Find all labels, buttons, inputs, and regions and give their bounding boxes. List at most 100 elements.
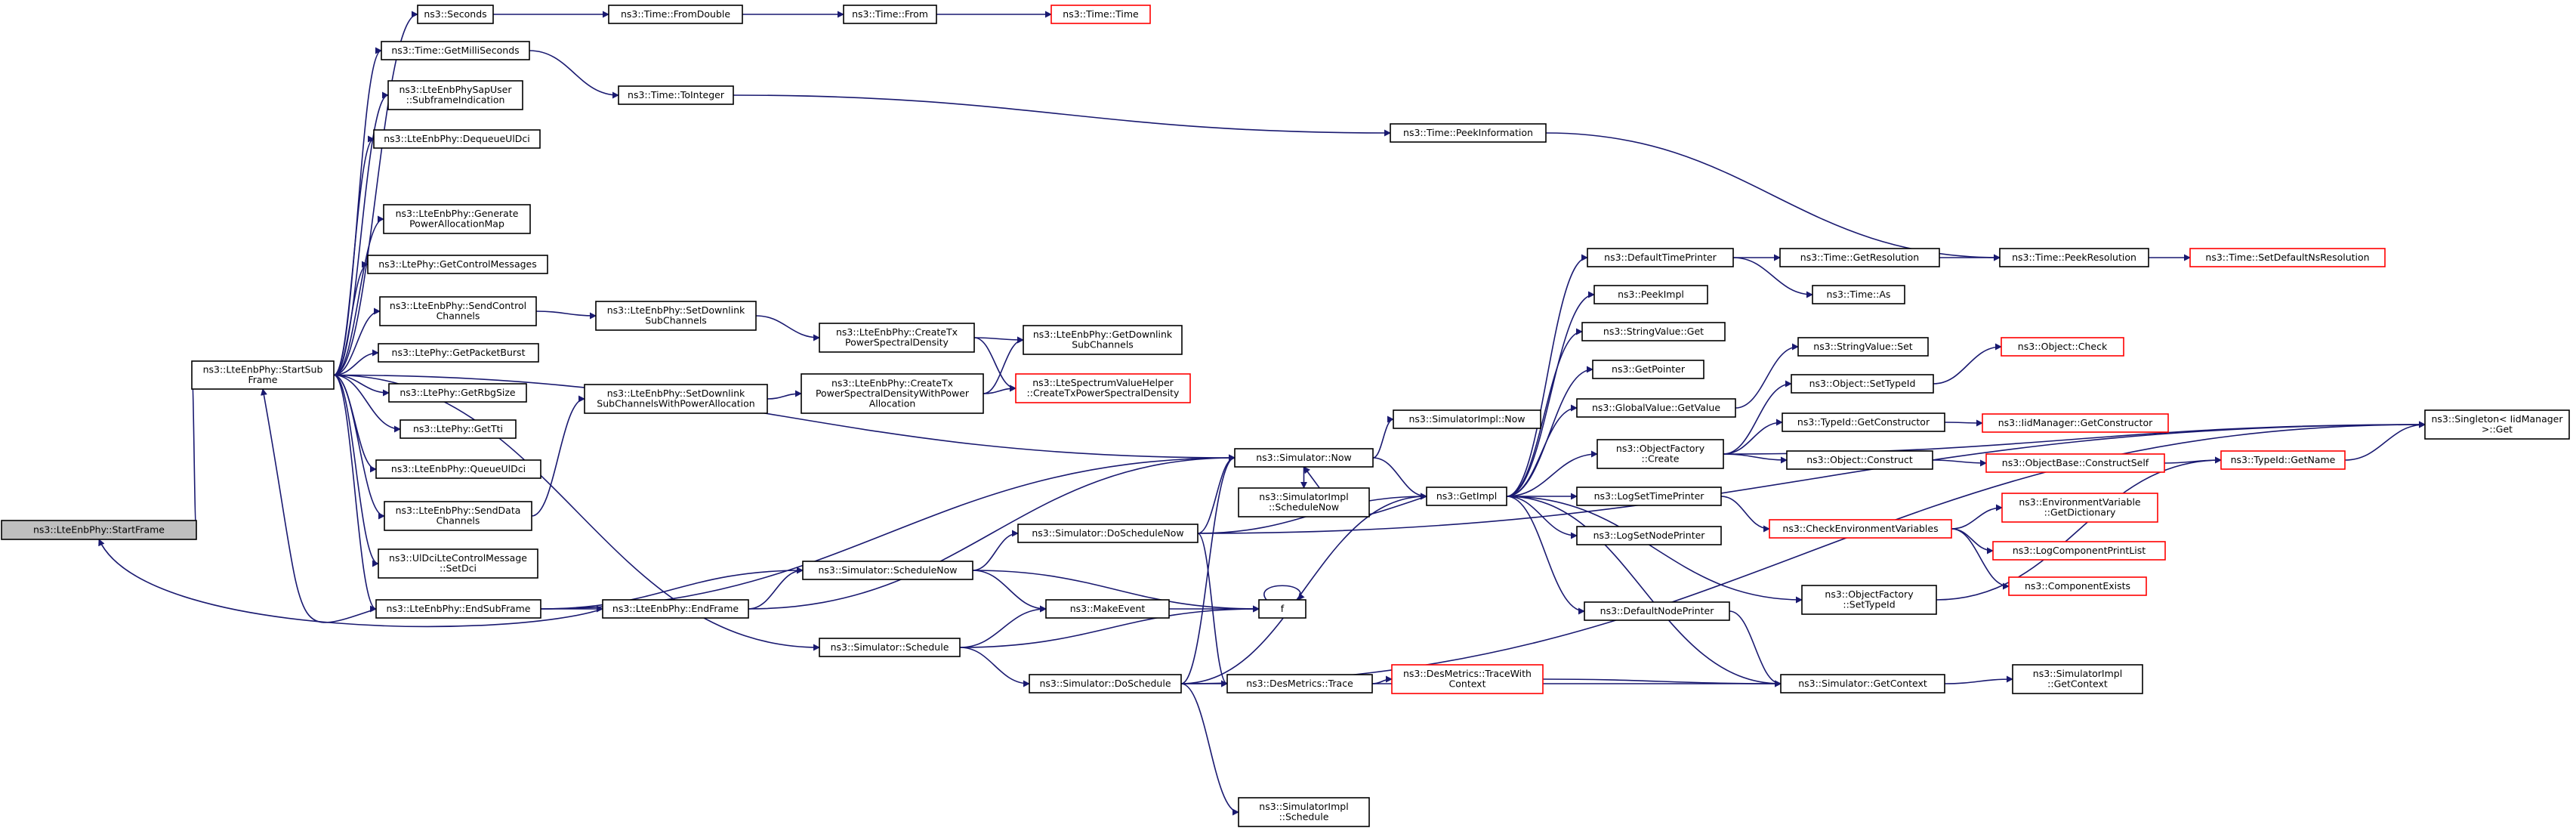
node-string-value-set[interactable]: ns3::StringValue::Set — [1797, 337, 1929, 357]
node-box[interactable] — [1999, 248, 2149, 267]
node-box[interactable] — [1017, 524, 1199, 543]
node-simimpl-schedule[interactable]: ns3::SimulatorImpl::Schedule — [1238, 797, 1370, 827]
node-box[interactable] — [1791, 374, 1934, 394]
node-simimpl-schedule-now[interactable]: ns3::SimulatorImpl::ScheduleNow — [1238, 487, 1370, 517]
node-box[interactable] — [1050, 5, 1151, 24]
node-objectbase-construct-self[interactable]: ns3::ObjectBase::ConstructSelf — [1985, 453, 2165, 473]
node-box[interactable] — [1985, 453, 2165, 473]
node-to-integer[interactable]: ns3::Time::ToInteger — [618, 85, 734, 105]
node-start-frame[interactable]: ns3::LteEnbPhy::StartFrame — [1, 520, 197, 540]
node-box[interactable] — [1390, 123, 1547, 143]
node-box[interactable] — [1593, 285, 1708, 304]
node-box[interactable] — [608, 5, 743, 24]
node-box[interactable] — [1576, 398, 1736, 418]
node-box[interactable] — [819, 323, 975, 353]
node-box[interactable] — [400, 419, 517, 439]
node-end-subframe[interactable]: ns3::LteEnbPhy::EndSubFrame — [375, 599, 541, 619]
node-set-default-ns-resolution[interactable]: ns3::Time::SetDefaultNsResolution — [2189, 248, 2386, 267]
node-create-tx-psd[interactable]: ns3::LteEnbPhy::CreateTxPowerSpectralDen… — [819, 323, 975, 353]
node-box[interactable] — [1238, 487, 1370, 517]
node-get-packet-burst[interactable]: ns3::LtePhy::GetPacketBurst — [378, 343, 539, 363]
node-box[interactable] — [1779, 248, 1940, 267]
node-box[interactable] — [595, 301, 757, 331]
node-simulator-schedule-now[interactable]: ns3::Simulator::ScheduleNow — [802, 561, 973, 580]
node-box[interactable] — [1982, 413, 2169, 433]
node-box[interactable] — [1426, 487, 1507, 506]
node-box[interactable] — [1015, 373, 1191, 403]
node-get-rbg-size[interactable]: ns3::LtePhy::GetRbgSize — [388, 383, 527, 403]
node-box[interactable] — [375, 459, 541, 479]
node-simimpl-now[interactable]: ns3::SimulatorImpl::Now — [1393, 409, 1541, 429]
node-box[interactable] — [1393, 409, 1541, 429]
node-do-schedule[interactable]: ns3::Simulator::DoSchedule — [1029, 674, 1182, 694]
node-ul-dci-set-dci[interactable]: ns3::UlDciLteControlMessage::SetDci — [378, 548, 538, 579]
node-subframe-indication[interactable]: ns3::LteEnbPhySapUser::SubframeIndicatio… — [387, 80, 523, 110]
node-component-exists[interactable]: ns3::ComponentExists — [2008, 576, 2147, 596]
node-typeid-get-name[interactable]: ns3::TypeId::GetName — [2220, 450, 2346, 470]
node-spectrum-helper[interactable]: ns3::LteSpectrumValueHelper::CreateTxPow… — [1015, 373, 1191, 403]
node-string-value-get[interactable]: ns3::StringValue::Get — [1581, 322, 1726, 341]
node-peek-information[interactable]: ns3::Time::PeekInformation — [1390, 123, 1547, 143]
node-box[interactable] — [843, 5, 937, 24]
node-box[interactable] — [1812, 285, 1905, 304]
node-log-set-node-printer[interactable]: ns3::LogSetNodePrinter — [1576, 526, 1722, 545]
node-box[interactable] — [1576, 526, 1722, 545]
node-from-double[interactable]: ns3::Time::FromDouble — [608, 5, 743, 24]
node-box[interactable] — [2008, 576, 2147, 596]
node-box[interactable] — [1576, 487, 1722, 506]
node-box[interactable] — [1023, 325, 1183, 355]
node-box[interactable] — [1769, 519, 1952, 539]
node-object-construct[interactable]: ns3::Object::Construct — [1786, 450, 1933, 470]
node-box[interactable] — [1238, 797, 1370, 827]
node-box[interactable] — [802, 561, 973, 580]
node-box[interactable] — [381, 41, 530, 60]
node-global-value-get[interactable]: ns3::GlobalValue::GetValue — [1576, 398, 1736, 418]
node-time-peek-resolution[interactable]: ns3::Time::PeekResolution — [1999, 248, 2149, 267]
node-box[interactable] — [388, 383, 527, 403]
node-singleton-get[interactable]: ns3::Singleton< IidManager >::Get — [2424, 409, 2570, 440]
node-simulator-now[interactable]: ns3::Simulator::Now — [1234, 448, 1374, 468]
node-box[interactable] — [1, 520, 197, 540]
node-object-factory-settypeid[interactable]: ns3::ObjectFactory::SetTypeId — [1801, 585, 1937, 615]
node-iid-get-constructor[interactable]: ns3::IidManager::GetConstructor — [1982, 413, 2169, 433]
node-box[interactable] — [1584, 601, 1730, 621]
node-create-tx-psd-power[interactable]: ns3::LteEnbPhy::CreateTxPowerSpectralDen… — [801, 373, 984, 414]
node-box[interactable] — [618, 85, 734, 105]
node-log-set-time-printer[interactable]: ns3::LogSetTimePrinter — [1576, 487, 1722, 506]
node-box[interactable] — [387, 80, 523, 110]
node-box[interactable] — [1226, 674, 1373, 694]
node-object-settypeid[interactable]: ns3::Object::SetTypeId — [1791, 374, 1934, 394]
node-box[interactable] — [1391, 664, 1544, 694]
node-peek-impl[interactable]: ns3::PeekImpl — [1593, 285, 1708, 304]
node-make-event[interactable]: ns3::MakeEvent — [1045, 599, 1170, 619]
node-box[interactable] — [1786, 450, 1933, 470]
node-set-dl-subchannels-power[interactable]: ns3::LteEnbPhy::SetDownlinkSubChannelsWi… — [584, 384, 768, 414]
node-typeid-get-constructor[interactable]: ns3::TypeId::GetConstructor — [1782, 412, 1945, 432]
node-time-time[interactable]: ns3::Time::Time — [1050, 5, 1151, 24]
node-get-tti[interactable]: ns3::LtePhy::GetTti — [400, 419, 517, 439]
node-get-control-messages[interactable]: ns3::LtePhy::GetControlMessages — [367, 255, 548, 274]
node-box[interactable] — [2424, 409, 2570, 440]
node-check-env-vars[interactable]: ns3::CheckEnvironmentVariables — [1769, 519, 1952, 539]
node-box[interactable] — [373, 129, 541, 149]
node-time-from[interactable]: ns3::Time::From — [843, 5, 937, 24]
node-box[interactable] — [383, 204, 531, 234]
node-box[interactable] — [1234, 448, 1374, 468]
node-box[interactable] — [584, 384, 768, 414]
node-box[interactable] — [1992, 541, 2166, 561]
node-box[interactable] — [602, 599, 749, 619]
node-box[interactable] — [191, 360, 335, 390]
node-object-factory-create[interactable]: ns3::ObjectFactory::Create — [1597, 439, 1724, 469]
node-box[interactable] — [1801, 585, 1937, 615]
node-box[interactable] — [1581, 322, 1726, 341]
node-dequeue-ul-dci[interactable]: ns3::LteEnbPhy::DequeueUlDci — [373, 129, 541, 149]
node-get-impl[interactable]: ns3::GetImpl — [1426, 487, 1507, 506]
node-box[interactable] — [1258, 599, 1307, 619]
node-default-time-printer[interactable]: ns3::DefaultTimePrinter — [1587, 248, 1734, 267]
node-env-get-dictionary[interactable]: ns3::EnvironmentVariable::GetDictionary — [2001, 493, 2158, 523]
node-log-component-print-list[interactable]: ns3::LogComponentPrintList — [1992, 541, 2166, 561]
